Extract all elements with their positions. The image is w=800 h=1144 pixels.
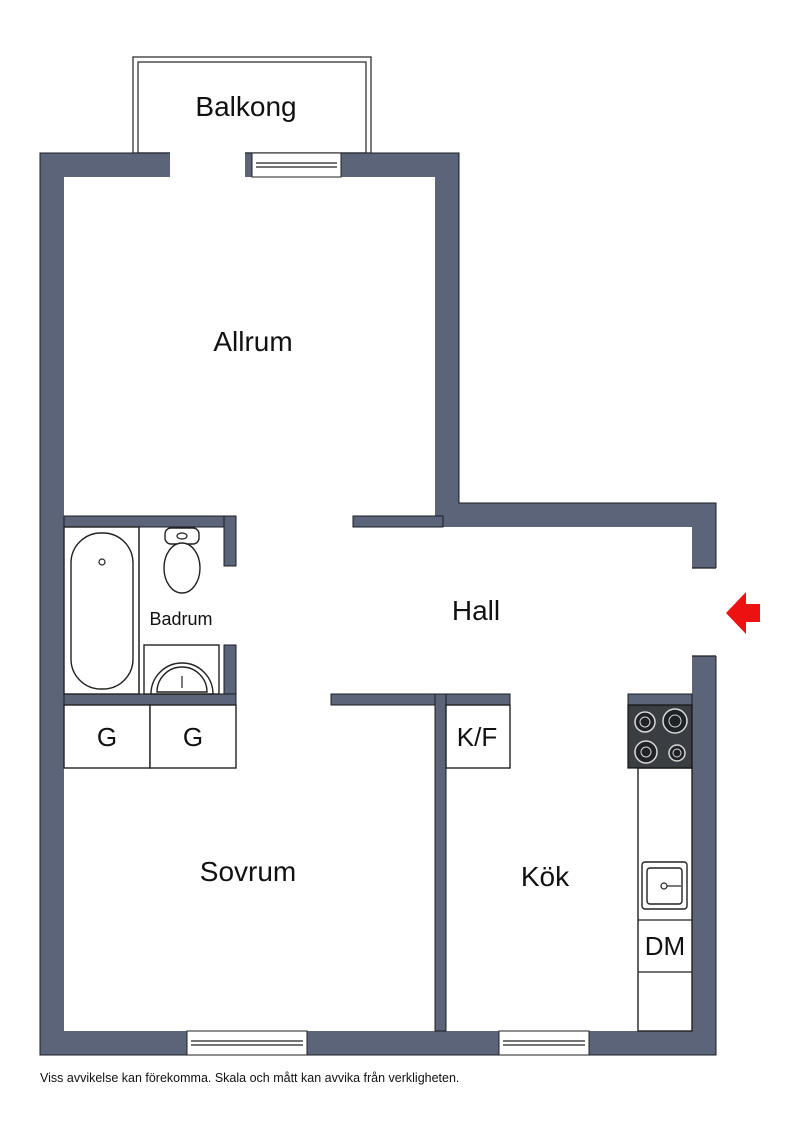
bathtub-icon	[63, 526, 140, 695]
closet-label-1: G	[97, 722, 117, 752]
washbasin-icon	[143, 644, 220, 695]
floor-area	[64, 177, 692, 1031]
toilet-icon	[163, 527, 201, 594]
balcony	[132, 56, 372, 154]
disclaimer-text: Viss avvikelse kan förekomma. Skala och …	[40, 1071, 460, 1085]
entrance-opening	[690, 568, 717, 656]
window-kitchen	[498, 1030, 590, 1056]
room-label-kitchen: Kök	[521, 861, 570, 892]
fridge-freezer	[445, 704, 511, 769]
window-living	[251, 152, 342, 178]
closet-label-2: G	[183, 722, 203, 752]
interior-walls	[63, 515, 693, 1032]
entrance-arrow-icon	[726, 592, 760, 634]
room-label-hall: Hall	[452, 595, 500, 626]
room-label-balcony: Balkong	[195, 91, 296, 122]
stove-icon	[627, 704, 693, 769]
sink-icon	[641, 861, 688, 910]
balcony-door-opening	[170, 152, 245, 178]
room-label-bedroom: Sovrum	[200, 856, 296, 887]
window-bedroom	[186, 1030, 308, 1056]
fridge-freezer-label: K/F	[457, 722, 497, 752]
room-label-bathroom: Badrum	[149, 609, 212, 629]
room-label-living: Allrum	[213, 326, 292, 357]
closets	[63, 704, 237, 769]
dishwasher-label: DM	[645, 931, 685, 961]
